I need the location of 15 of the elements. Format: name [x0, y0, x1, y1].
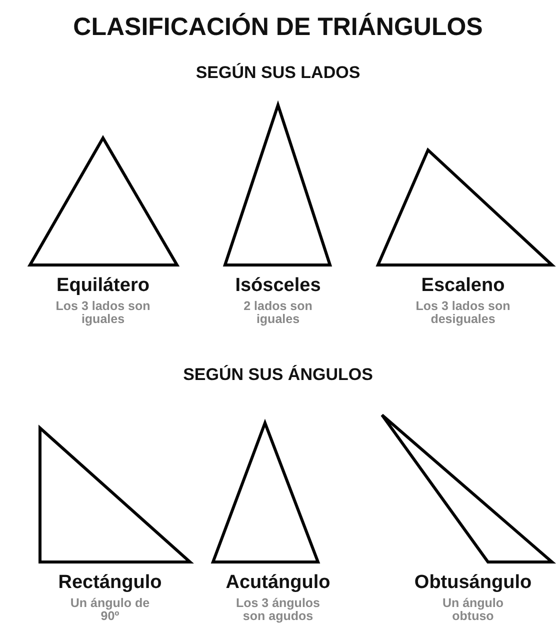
triangle-description: Un ángulo obtuso — [441, 597, 505, 624]
triangle-name: Acutángulo — [226, 573, 330, 594]
triangle-description: Los 3 lados son iguales — [56, 300, 150, 326]
triangle-description: Un ángulo de 90º — [70, 597, 150, 624]
title: CLASIFICACIÓN DE TRIÁNGULOS — [73, 14, 483, 42]
triangle-description: 2 lados son iguales — [242, 300, 314, 326]
triangle-name: Obtusángulo — [414, 573, 532, 594]
triangle-name: Isósceles — [235, 276, 321, 297]
triangle-name: Rectángulo — [58, 573, 162, 594]
section-heading: SEGÚN SUS LADOS — [196, 64, 360, 83]
section-heading: SEGÚN SUS ÁNGULOS — [183, 366, 373, 385]
triangle-name: Equilátero — [56, 276, 150, 297]
triangle-description: Los 3 ángulos son agudos — [234, 597, 322, 624]
triangle-name: Escaleno — [421, 276, 505, 297]
triangle-description: Los 3 lados son desiguales — [414, 300, 512, 326]
